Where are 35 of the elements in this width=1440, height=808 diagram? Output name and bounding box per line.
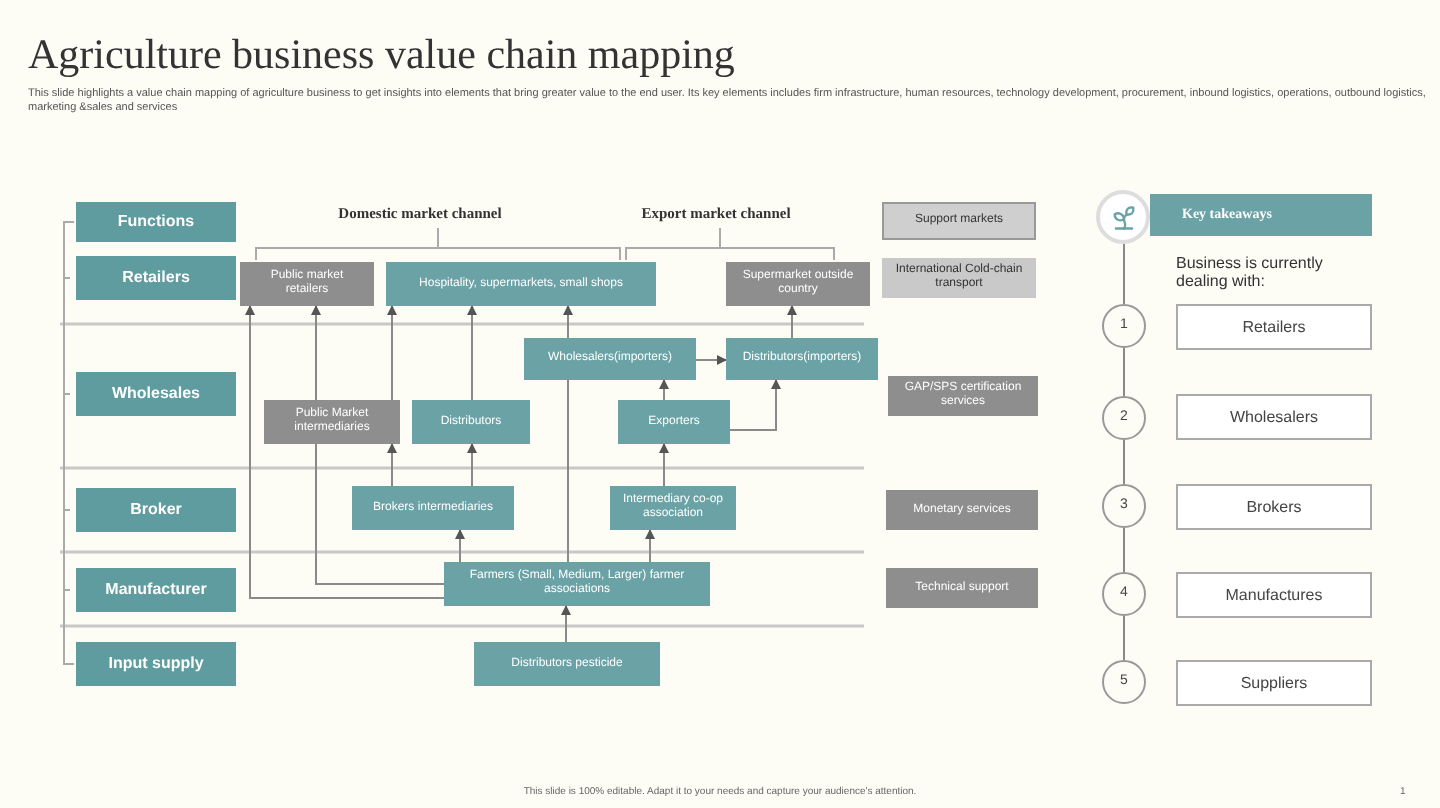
arrow [311,305,321,401]
arrow [659,379,669,401]
connector-line [1123,439,1125,485]
arrow [563,305,573,339]
subheading-text: Business is currently dealing with: [1176,254,1325,290]
takeaway-box: Suppliers [1176,660,1372,706]
connector-line [567,379,569,563]
function-box: Wholesales [76,372,236,416]
arrow [659,443,669,487]
connector-line [315,443,445,585]
arrow [245,305,445,599]
takeaway-box: Retailers [1176,304,1372,350]
takeaway-box: Manufactures [1176,572,1372,618]
function-box: Retailers [76,256,236,300]
connector-line [1123,527,1125,573]
arrow [695,355,727,365]
function-box: Input supply [76,642,236,686]
arrow [787,305,797,339]
arrow [455,529,465,563]
connector-line [1123,615,1125,661]
arrow [467,305,477,401]
connector-line [1123,243,1125,305]
arrow [645,529,655,563]
arrow [561,605,571,643]
slide-title: Agriculture business value chain mapping [28,28,735,82]
takeaway-box: Wholesalers [1176,394,1372,440]
function-box: Broker [76,488,236,532]
function-box: Manufacturer [76,568,236,612]
connector-line [1123,347,1125,397]
function-box: Functions [76,202,236,242]
arrow [467,443,477,487]
arrow [729,379,781,431]
takeaway-box: Brokers [1176,484,1372,530]
arrow [387,305,397,401]
arrow [387,443,397,487]
